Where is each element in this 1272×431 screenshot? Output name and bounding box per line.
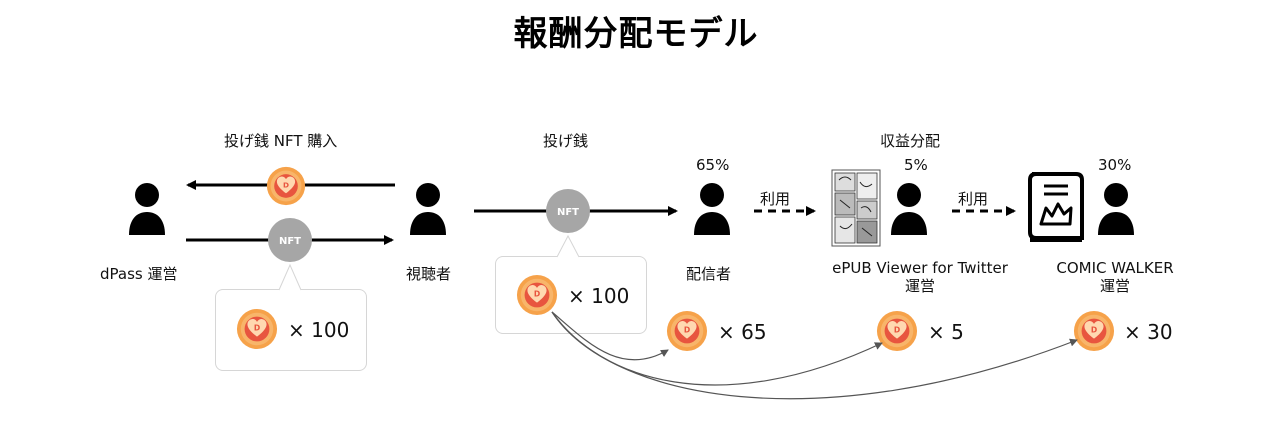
page-title: 報酬分配モデル xyxy=(513,14,759,54)
streamer-coin-icon xyxy=(666,310,708,352)
purchase-coin-icon xyxy=(266,166,306,206)
comic-operator-label: COMIC WALKER 運営 xyxy=(1030,259,1200,295)
distribution-arrow-comic xyxy=(551,311,1078,400)
streamer-label: 配信者 xyxy=(686,265,732,283)
streamer-percentage: 65% xyxy=(696,156,730,174)
purchase-box-coin-icon xyxy=(236,308,278,350)
dpass-operator-person-icon xyxy=(129,183,165,235)
epub-role: 運営 xyxy=(904,277,935,295)
epub-coin-icon xyxy=(876,310,918,352)
comic-role: 運営 xyxy=(1099,277,1130,295)
epub-person-icon xyxy=(891,183,927,235)
comic-coin-icon xyxy=(1073,310,1115,352)
tip-nft-token-icon xyxy=(546,189,590,233)
purchase-callout-pointer xyxy=(278,263,302,291)
viewer-person-icon xyxy=(410,183,446,235)
purchase-amount: × 100 xyxy=(288,318,350,342)
distribution-arrow-epub xyxy=(551,311,883,386)
distribution-arrow-streamer xyxy=(551,311,669,361)
streamer-amount: × 65 xyxy=(718,320,767,344)
use-label-1: 利用 xyxy=(760,190,791,208)
tip-nft-token-text: NFT xyxy=(557,207,579,218)
viewer-label: 視聴者 xyxy=(406,265,452,283)
epub-name: ePUB Viewer for Twitter xyxy=(832,259,1008,277)
revenue-share-label: 収益分配 xyxy=(880,132,941,150)
comic-amount: × 30 xyxy=(1124,320,1173,344)
nft-token-icon xyxy=(268,218,312,262)
purchase-nft-label: 投げ銭 NFT 購入 xyxy=(224,132,338,150)
tip-box-coin-icon xyxy=(516,274,558,316)
use-label-2: 利用 xyxy=(958,190,989,208)
comic-percentage: 30% xyxy=(1098,156,1132,174)
tip-amount: × 100 xyxy=(568,284,630,308)
epub-percentage: 5% xyxy=(904,156,928,174)
epub-amount: × 5 xyxy=(928,320,964,344)
tip-callout-pointer xyxy=(556,234,580,258)
book-icon xyxy=(1028,172,1084,242)
nft-token-text: NFT xyxy=(279,236,301,247)
comic-person-icon xyxy=(1098,183,1134,235)
comic-name: COMIC WALKER xyxy=(1056,259,1174,277)
epub-operator-label: ePUB Viewer for Twitter 運営 xyxy=(820,259,1020,295)
manga-page-thumbnail xyxy=(831,169,881,247)
dpass-operator-label: dPass 運営 xyxy=(100,265,178,283)
streamer-person-icon xyxy=(694,183,730,235)
tip-label: 投げ銭 xyxy=(543,132,589,150)
